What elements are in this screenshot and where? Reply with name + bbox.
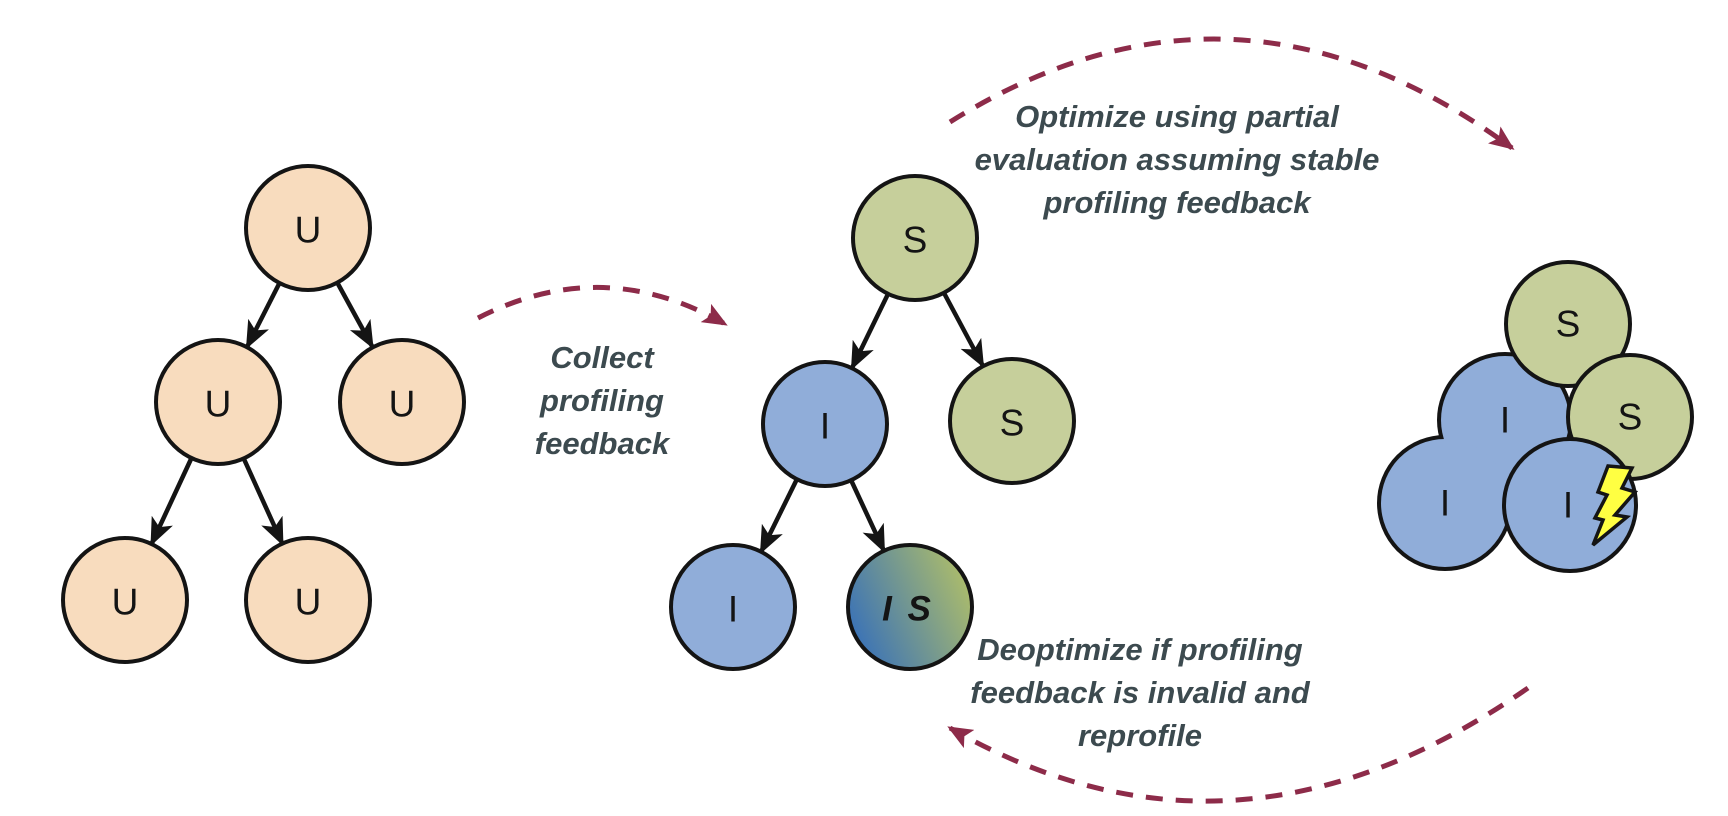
cluster-s-top <box>1504 260 1632 388</box>
node-label: I <box>728 589 738 630</box>
cycle-arrows <box>476 36 1530 804</box>
node-u-mid-right <box>338 338 466 466</box>
edge-i-right <box>848 479 887 554</box>
node-label: U <box>112 582 139 623</box>
node-label: I <box>820 406 830 447</box>
edge-u-root-right <box>335 281 375 350</box>
cluster-label: I <box>1563 485 1573 526</box>
node-i-leaf <box>669 543 797 671</box>
node-u-mid-left <box>154 338 282 466</box>
deoptimize-arrow <box>947 685 1530 804</box>
node-s-root <box>851 174 979 302</box>
cluster-i-bottom-left-fill <box>1381 439 1509 567</box>
optimize-label: Optimize using partial evaluation assumi… <box>974 99 1380 220</box>
collect-feedback-label: Collect profiling feedback <box>534 340 670 461</box>
node-is-leaf <box>846 543 974 671</box>
node-label: S <box>1000 403 1025 444</box>
edge-u-mid-left <box>149 457 194 547</box>
cluster-label: I <box>1500 400 1510 441</box>
lightning-bolt-icon <box>1591 464 1639 547</box>
node-s-mid <box>948 357 1076 485</box>
cluster-label: S <box>1556 304 1581 345</box>
collect-feedback-arrow <box>476 284 728 327</box>
node-u-root <box>244 164 372 292</box>
profiled-tree: S I S I I S <box>669 174 1076 671</box>
node-label-is: I S <box>882 590 934 629</box>
node-label: U <box>295 582 322 623</box>
edge-u-root-left <box>244 281 282 350</box>
cluster-label: I <box>1440 483 1450 524</box>
node-label: U <box>205 384 232 425</box>
node-i-mid <box>761 360 889 488</box>
cluster-label: S <box>1618 397 1643 438</box>
edge-s-root-right <box>942 291 985 369</box>
node-u-leaf-left <box>61 536 189 664</box>
edge-i-left <box>758 478 800 555</box>
optimize-arrow <box>948 36 1515 151</box>
edge-s-root-left <box>849 293 891 371</box>
node-label: U <box>295 210 322 251</box>
unoptimized-tree: U U U U U <box>61 164 466 664</box>
edge-u-mid-right <box>241 457 285 547</box>
node-label: U <box>389 384 416 425</box>
deoptimize-label: Deoptimize if profiling feedback is inva… <box>970 632 1310 753</box>
node-label: S <box>903 220 928 261</box>
optimized-cluster: S I S I I <box>1377 260 1694 573</box>
node-u-leaf-right <box>244 536 372 664</box>
